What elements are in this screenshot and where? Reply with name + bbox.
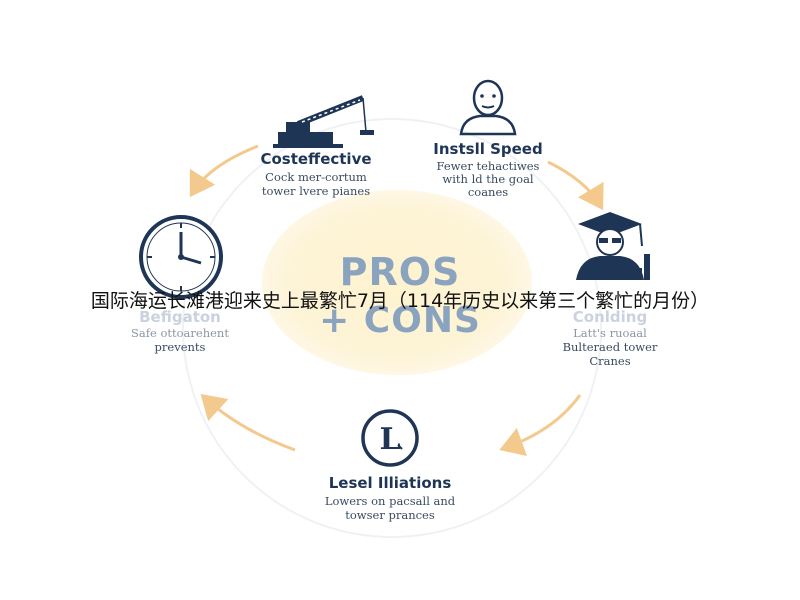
arrow-cooling-to-legal [499, 394, 582, 457]
cost-title: Costeffective [260, 150, 372, 168]
center-cons: + CONS [319, 300, 481, 341]
cycle-ring [182, 118, 602, 538]
arrow-install-to-cooling [547, 160, 604, 211]
install-title: Instsll Speed [433, 140, 543, 158]
install-desc-3: coanes [467, 185, 509, 199]
install-desc-1: Fewer tehactiwes [436, 159, 540, 173]
person-icon [459, 79, 517, 136]
legal-title: Lesel Illiations [328, 474, 452, 492]
legal-desc-2: towser prances [345, 508, 435, 522]
cooling-desc-2: Bulteraed tower [562, 340, 658, 354]
timing-desc-1: Safe ottoarehent [131, 326, 229, 340]
install-desc-2: with ld the goal [442, 172, 534, 186]
crane-icon [273, 95, 374, 148]
graduate-icon [576, 212, 650, 280]
arrow-cost-to-timing [189, 144, 259, 198]
cooling-desc-3: Cranes [589, 354, 631, 368]
legal-l-icon: L [361, 409, 419, 467]
legal-desc-1: Lowers on pacsall and [324, 494, 456, 508]
center-glow [262, 190, 532, 375]
cost-desc-1: Cock mer-cortum [265, 170, 367, 184]
clock-icon [139, 215, 223, 299]
headline-banner: 国际海运长滩港迎来史上最繁忙7月（114年历史以来第三个繁忙的月份） [90, 290, 710, 312]
timing-desc-2: prevents [154, 340, 206, 354]
cost-desc-2: tower lvere pianes [261, 184, 371, 198]
cooling-desc-1: Latt's ruoaal [573, 326, 647, 340]
timing-title: Befigaton [139, 308, 221, 326]
svg-text:L: L [379, 422, 400, 457]
center-pros: PROS [339, 250, 461, 294]
arrow-legal-to-timing [200, 393, 296, 452]
cooling-title: Conlding [572, 308, 648, 326]
